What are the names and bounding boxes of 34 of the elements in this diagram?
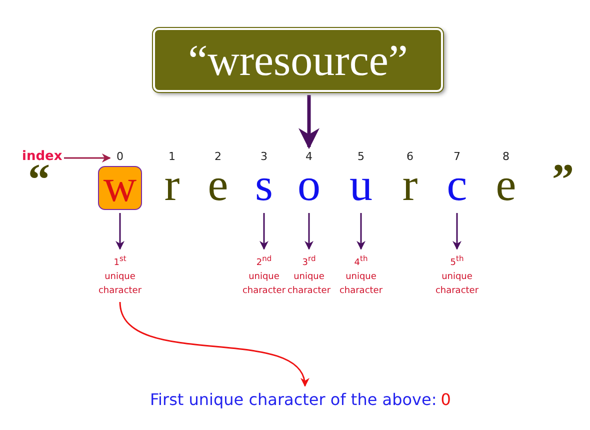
arrow (452, 213, 462, 250)
ordinal-note: 5$^{th}$ unique character (429, 252, 485, 298)
arrow (356, 213, 366, 250)
index-number: 7 (449, 150, 465, 166)
index-number: 5 (353, 150, 369, 166)
letter: e (484, 166, 528, 210)
letter: r (388, 166, 432, 210)
letter: o (287, 166, 331, 210)
index-number: 2 (210, 150, 226, 166)
result-value: 0 (440, 390, 451, 409)
arrow (116, 213, 124, 250)
arrow (260, 213, 268, 250)
arrow (298, 95, 320, 150)
letter: u (339, 166, 383, 210)
title-box: “wresource” (153, 28, 443, 92)
arrow (119, 302, 308, 387)
quote-mark: ” (552, 160, 574, 200)
ordinal-note: 4$^{th}$ unique character (333, 252, 389, 298)
highlighted-letter: w (98, 166, 142, 210)
letter: r (150, 166, 194, 210)
index-number: 8 (498, 150, 514, 166)
arrow (64, 154, 111, 162)
letter: c (435, 166, 479, 210)
index-number: 0 (112, 150, 128, 166)
arrow (304, 213, 314, 250)
letter: e (196, 166, 240, 210)
letter: s (242, 166, 286, 210)
index-number: 6 (402, 150, 418, 166)
index-number: 4 (301, 150, 317, 166)
index-number: 3 (256, 150, 272, 166)
index-number: 1 (164, 150, 180, 166)
ordinal-note: 1$^{st}$ unique character (92, 252, 148, 298)
result-text: First unique character of the above: (150, 390, 437, 409)
quote-mark: “ (28, 160, 50, 200)
